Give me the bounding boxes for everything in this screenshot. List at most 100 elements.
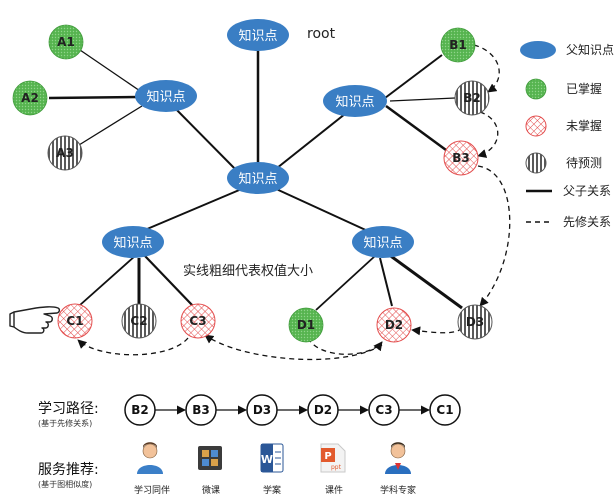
svg-text:知识点: 知识点 — [238, 28, 277, 44]
edge-D3 — [387, 252, 463, 310]
learning-path-title: 学习路径: — [38, 401, 99, 417]
edge-B3 — [385, 104, 447, 152]
svg-text:D2: D2 — [385, 318, 403, 332]
node-C3: C3 — [180, 303, 216, 339]
prereq-D2-C3 — [204, 334, 383, 361]
node-A1: A1 — [48, 24, 84, 60]
svg-text:C2: C2 — [130, 314, 147, 328]
node-D2: D2 — [376, 307, 412, 343]
learning-path-steps: B2 B3 D3 D2 C3 C1 — [124, 394, 461, 426]
svg-text:A1: A1 — [57, 35, 75, 49]
legend: 父知识点 已掌握 未掌握 待预测 父子关系 先修关系 — [520, 41, 614, 229]
concept-center: 知识点 — [227, 162, 289, 194]
svg-text:B3: B3 — [452, 151, 470, 165]
path-step-label-1: B3 — [192, 403, 210, 417]
svg-text:A2: A2 — [21, 91, 39, 105]
powerpoint-icon: P ppt — [320, 443, 346, 473]
svg-text:C3: C3 — [189, 314, 206, 328]
svg-text:知识点: 知识点 — [113, 235, 152, 251]
legend-mastered-swatch — [525, 78, 547, 100]
svg-text:B1: B1 — [449, 38, 467, 52]
svg-text:B2: B2 — [463, 91, 481, 105]
legend-unmastered-swatch — [525, 115, 547, 137]
svg-text:C1: C1 — [66, 314, 83, 328]
prereq-D3-D2 — [411, 326, 463, 336]
node-C2: C2 — [121, 303, 157, 339]
edge-C1 — [79, 255, 136, 306]
prereq-B1-B2 — [473, 44, 500, 93]
edge-center-left-concept — [164, 97, 245, 179]
prereq-B2-B3 — [477, 111, 499, 158]
svg-text:知识点: 知识点 — [146, 89, 185, 105]
path-step-label-0: B2 — [131, 403, 149, 417]
svg-text:P: P — [324, 451, 331, 462]
prereq-C3-C1 — [77, 337, 189, 356]
edge-A1 — [79, 49, 144, 94]
edge-A3 — [78, 105, 143, 146]
legend-parent-child-label: 父子关系 — [563, 184, 611, 198]
service-label-0: 学习同伴 — [134, 484, 170, 496]
node-D1: D1 — [288, 307, 324, 343]
legend-mastered-label: 已掌握 — [566, 81, 602, 96]
concept-right: 知识点 — [323, 85, 387, 117]
service-recommendation: 服务推荐: (基于图相似度) W P — [38, 442, 416, 496]
prereq-D1-D2 — [307, 337, 383, 355]
word-document-icon: W — [260, 443, 284, 473]
person-icon — [137, 442, 163, 474]
node-B3: B3 — [443, 140, 479, 176]
node-B1: B1 — [440, 27, 476, 63]
service-label-1: 微课 — [202, 484, 220, 496]
concept-root: 知识点 — [227, 19, 289, 51]
svg-text:知识点: 知识点 — [335, 94, 374, 110]
node-D3: D3 — [457, 304, 493, 340]
edge-C3 — [144, 255, 194, 307]
learning-path-subtitle: (基于先修关系) — [38, 418, 92, 428]
node-A3: A3 — [47, 135, 83, 171]
prereq-B3-D3 — [477, 165, 511, 307]
service-label-4: 学科专家 — [380, 484, 416, 496]
pointing-hand-icon — [9, 306, 61, 334]
svg-text:W: W — [261, 453, 273, 466]
node-A2: A2 — [12, 80, 48, 116]
weight-caption: 实线粗细代表权值大小 — [183, 263, 313, 279]
svg-text:知识点: 知识点 — [363, 235, 402, 251]
edge-center-bottomleft-concept — [139, 187, 245, 233]
service-label-2: 学案 — [263, 484, 281, 496]
concept-bottom-right: 知识点 — [352, 226, 414, 258]
path-step-label-5: C1 — [436, 403, 453, 417]
node-C1: C1 — [57, 303, 93, 339]
service-title: 服务推荐: — [38, 462, 99, 478]
svg-text:D3: D3 — [466, 315, 484, 329]
prerequisite-edges — [77, 44, 511, 361]
svg-text:D1: D1 — [297, 318, 315, 332]
film-icon — [198, 446, 222, 470]
edge-D2 — [379, 257, 393, 307]
legend-prerequisite-label: 先修关系 — [563, 214, 611, 229]
legend-predict-swatch — [525, 152, 547, 174]
concept-bottom-left: 知识点 — [102, 226, 164, 258]
svg-text:ppt: ppt — [331, 464, 342, 471]
node-B2: B2 — [454, 80, 490, 116]
concept-left: 知识点 — [135, 80, 197, 112]
parent-child-edges — [48, 48, 463, 311]
edge-A2 — [48, 95, 139, 100]
path-step-label-3: D2 — [314, 403, 332, 417]
edge-D1 — [315, 255, 376, 311]
service-label-3: 课件 — [325, 484, 343, 496]
edge-center-bottomright-concept — [273, 187, 371, 233]
path-step-5 — [429, 394, 461, 426]
edge-B1 — [384, 54, 443, 99]
path-step-label-2: D3 — [253, 403, 271, 417]
legend-parent-swatch — [520, 41, 556, 59]
root-label: root — [307, 26, 336, 42]
svg-text:A3: A3 — [56, 146, 74, 160]
expert-person-icon — [385, 442, 411, 474]
path-step-label-4: C3 — [375, 403, 392, 417]
legend-unmastered-label: 未掌握 — [566, 118, 602, 133]
edge-B2 — [389, 97, 456, 102]
legend-parent-label: 父知识点 — [566, 43, 614, 57]
svg-text:知识点: 知识点 — [238, 171, 277, 187]
edge-center-right-concept — [271, 109, 351, 173]
legend-predict-label: 待预测 — [566, 156, 602, 170]
